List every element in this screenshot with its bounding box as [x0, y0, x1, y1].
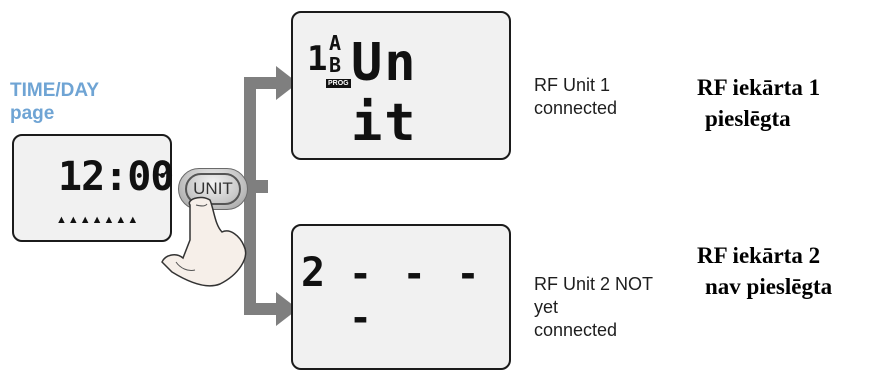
unit1-channel: 1	[307, 39, 328, 79]
branch-top-shaft	[244, 77, 278, 89]
unit2-latvian-line1: RF iekārta 2	[697, 243, 821, 268]
unit-button-label: UNIT	[185, 173, 241, 205]
unit2-channel: 2	[301, 250, 326, 296]
unit1-caption-line2: connected	[534, 98, 618, 118]
clock-readout: 12:00	[58, 154, 174, 200]
prog-badge: PROG	[326, 79, 351, 88]
unit2-display: 2 - - - -	[291, 224, 511, 370]
unit2-caption: RF Unit 2 NOT yet connected	[534, 273, 653, 342]
unit1-letter-a: A	[329, 31, 342, 55]
unit2-caption-line3: connected	[534, 320, 618, 340]
unit1-caption: RF Unit 1 connected	[534, 74, 617, 120]
unit1-caption-line1: RF Unit 1	[534, 75, 611, 95]
unit1-latvian-line2: pieslēgta	[705, 106, 791, 131]
branch-bottom-arrowhead	[276, 292, 298, 326]
unit2-caption-line1: RF Unit 2 NOT	[534, 274, 654, 294]
unit1-letter-b: B	[329, 53, 342, 77]
unit1-latvian-line1: RF iekārta 1	[697, 75, 821, 100]
time-day-label: TIME/DAY page	[10, 81, 99, 123]
clock-icon	[154, 162, 168, 176]
trunk-vertical	[244, 80, 256, 313]
unit1-display: 1 A B PROG Un it	[291, 11, 511, 160]
time-day-display: 12:00 ▲▲▲▲▲▲▲	[12, 134, 174, 242]
branch-bottom-shaft	[244, 303, 278, 315]
unit1-latvian-caption: RF iekārta 1 pieslēgta	[697, 76, 820, 130]
day-markers: ▲▲▲▲▲▲▲	[56, 214, 140, 226]
unit2-latvian-line2: nav pieslēgta	[705, 274, 833, 299]
branch-top-arrowhead	[276, 66, 298, 100]
unit2-caption-line2: yet	[534, 297, 559, 317]
time-day-label-line2: page	[10, 103, 55, 124]
time-day-label-line1: TIME/DAY	[10, 80, 100, 101]
unit2-latvian-caption: RF iekārta 2 nav pieslēgta	[697, 244, 832, 298]
unit1-text: Un it	[351, 33, 418, 153]
unit2-dashes: - - - -	[349, 252, 484, 340]
